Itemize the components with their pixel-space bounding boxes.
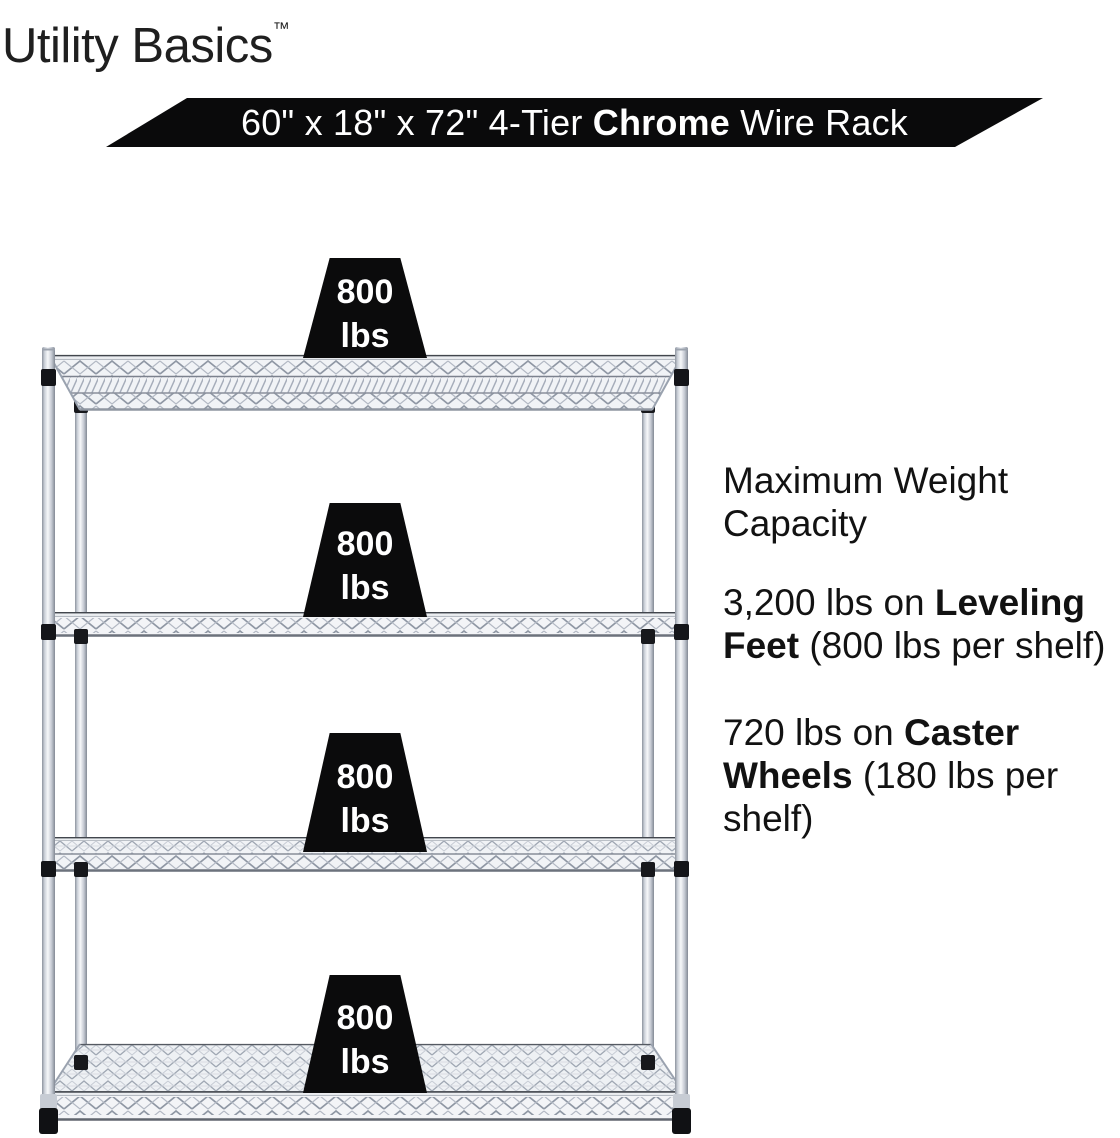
- spec-leveling-suffix: (800 lbs per shelf): [799, 625, 1106, 666]
- shelf-1: [49, 354, 683, 411]
- capacity-unit: lbs: [340, 801, 390, 840]
- leveling-feet: [39, 1094, 691, 1134]
- product-title: 60" x 18" x 72" 4-Tier Chrome Wire Rack: [241, 98, 908, 147]
- capacity-unit: lbs: [340, 317, 390, 355]
- title-finish: Chrome: [592, 102, 730, 143]
- spec-leveling-feet: 3,200 lbs on Leveling Feet (800 lbs per …: [723, 581, 1120, 667]
- capacity-unit: lbs: [340, 1043, 390, 1081]
- capacity-badge: 800 lbs: [303, 258, 427, 358]
- spec-leveling-bold: Leveling Feet: [723, 582, 1085, 666]
- trademark-symbol: ™: [272, 19, 290, 38]
- front-posts: [42, 347, 688, 1102]
- spec-caster-prefix: 720 lbs on: [723, 712, 905, 753]
- capacity-value: 800: [336, 525, 394, 563]
- capacity-unit: lbs: [340, 569, 390, 607]
- max-weight-heading: Maximum Weight Capacity: [723, 460, 1009, 544]
- spec-caster-suffix: (180 lbs per shelf): [723, 755, 1059, 839]
- capacity-value: 800: [336, 999, 394, 1037]
- capacity-value: 800: [336, 273, 394, 311]
- brand-name: Utility Basics: [2, 19, 273, 73]
- product-title-banner: 60" x 18" x 72" 4-Tier Chrome Wire Rack: [106, 98, 1043, 147]
- spec-leveling-prefix: 3,200 lbs on: [723, 582, 935, 623]
- shelf-3: [52, 837, 678, 872]
- back-post-collars: [74, 629, 655, 1070]
- spec-panel: Maximum Weight Capacity 3,200 lbs on Lev…: [723, 459, 1120, 884]
- brand-logo: Utility Basics™: [2, 0, 290, 75]
- spec-caster-bold: Caster Wheels: [723, 712, 1020, 796]
- title-dimensions: 60" x 18" x 72" 4-Tier: [240, 102, 593, 143]
- capacity-value: 800: [336, 757, 394, 796]
- shelf-2: [52, 612, 678, 637]
- front-post-collars: [41, 369, 689, 877]
- title-suffix: Wire Rack: [729, 102, 908, 143]
- spec-caster-wheels: 720 lbs on Caster Wheels (180 lbs per sh…: [723, 711, 1120, 840]
